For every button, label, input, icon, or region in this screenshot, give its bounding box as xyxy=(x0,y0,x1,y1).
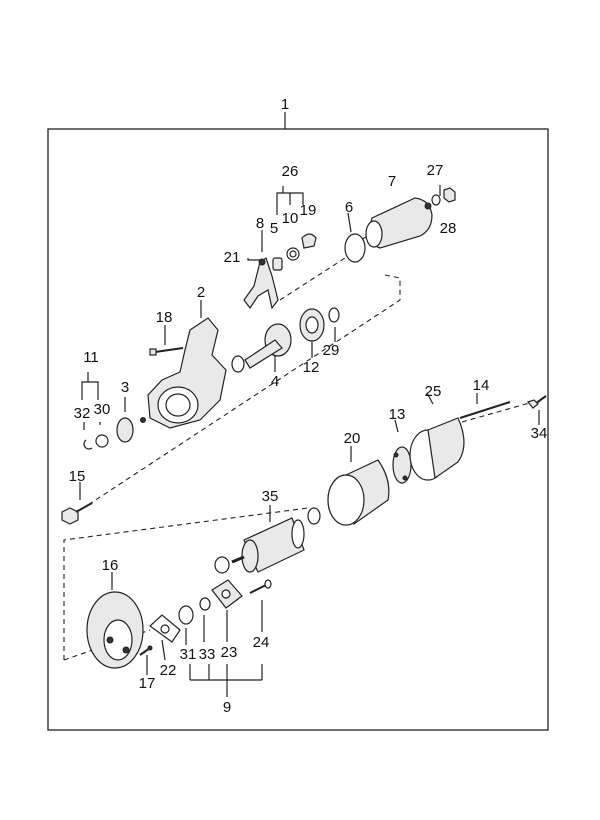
alignment-dash-brush xyxy=(461,399,541,423)
label-21: 21 xyxy=(224,249,241,266)
shift-lever xyxy=(243,257,279,310)
label-16: 16 xyxy=(102,557,119,574)
gasket-22 xyxy=(149,614,181,643)
label-14: 14 xyxy=(473,377,490,394)
clip-32 xyxy=(83,439,93,450)
label-6: 6 xyxy=(345,199,353,216)
rear-bracket xyxy=(86,591,144,669)
bushing-30 xyxy=(95,434,109,448)
label-22: 22 xyxy=(160,662,177,679)
nut-28 xyxy=(443,187,456,203)
label-23: 23 xyxy=(221,644,238,661)
label-15: 15 xyxy=(69,468,86,485)
alignment-dash-lower xyxy=(63,507,309,660)
label-31: 31 xyxy=(180,646,197,663)
label-2: 2 xyxy=(197,284,205,301)
part-labels: 1 26 27 7 6 8 5 10 19 28 21 2 18 29 11 1… xyxy=(69,96,548,716)
label-1: 1 xyxy=(281,96,289,113)
label-8: 8 xyxy=(256,215,264,232)
armature xyxy=(231,507,321,573)
through-bolt-14 xyxy=(459,401,511,419)
washer-27 xyxy=(431,194,441,206)
label-35: 35 xyxy=(262,488,279,505)
label-19: 19 xyxy=(300,202,317,219)
label-11: 11 xyxy=(83,349,99,366)
bearing-31-part xyxy=(214,556,230,574)
solenoid-switch xyxy=(355,197,433,249)
screw-17 xyxy=(139,645,153,656)
o-ring-31 xyxy=(178,605,194,625)
ring-33 xyxy=(199,597,211,611)
bolt-18 xyxy=(149,347,184,356)
label-10: 10 xyxy=(282,210,299,227)
label-17: 17 xyxy=(139,675,156,692)
label-3: 3 xyxy=(121,379,129,396)
label-7: 7 xyxy=(388,173,396,190)
label-28: 28 xyxy=(440,220,457,237)
screw-34 xyxy=(526,395,547,409)
alignment-dash-right xyxy=(87,274,401,506)
label-34: 34 xyxy=(531,425,548,442)
gear-3 xyxy=(116,417,134,443)
bolt-15 xyxy=(61,502,93,525)
overrunning-clutch-gear xyxy=(299,308,325,342)
label-4: 4 xyxy=(271,373,279,390)
label-18: 18 xyxy=(156,309,173,326)
label-32: 32 xyxy=(74,405,91,422)
label-12: 12 xyxy=(303,359,320,376)
leader-lines xyxy=(79,185,540,697)
assembly-frame xyxy=(47,128,549,731)
gasket-6 xyxy=(344,233,366,263)
label-30: 30 xyxy=(94,401,111,418)
alignment-dash-upper xyxy=(279,257,346,301)
pin xyxy=(140,417,146,423)
label-5: 5 xyxy=(270,220,278,237)
ring-29 xyxy=(328,307,340,323)
drive-shaft xyxy=(231,323,292,373)
label-27: 27 xyxy=(427,162,444,179)
brush-holder xyxy=(392,446,412,484)
yoke-assembly xyxy=(327,459,390,526)
label-13: 13 xyxy=(389,406,406,423)
label-29: 29 xyxy=(323,342,340,359)
plunger-parts xyxy=(272,233,317,271)
label-9: 9 xyxy=(223,699,231,716)
label-20: 20 xyxy=(344,430,361,447)
bolt-24 xyxy=(249,579,272,594)
label-33: 33 xyxy=(199,646,216,663)
label-26: 26 xyxy=(282,163,299,180)
label-25: 25 xyxy=(425,383,442,400)
rear-cover xyxy=(409,417,465,481)
label-24: 24 xyxy=(253,634,270,651)
plate-23 xyxy=(211,579,243,609)
front-housing xyxy=(147,317,227,429)
